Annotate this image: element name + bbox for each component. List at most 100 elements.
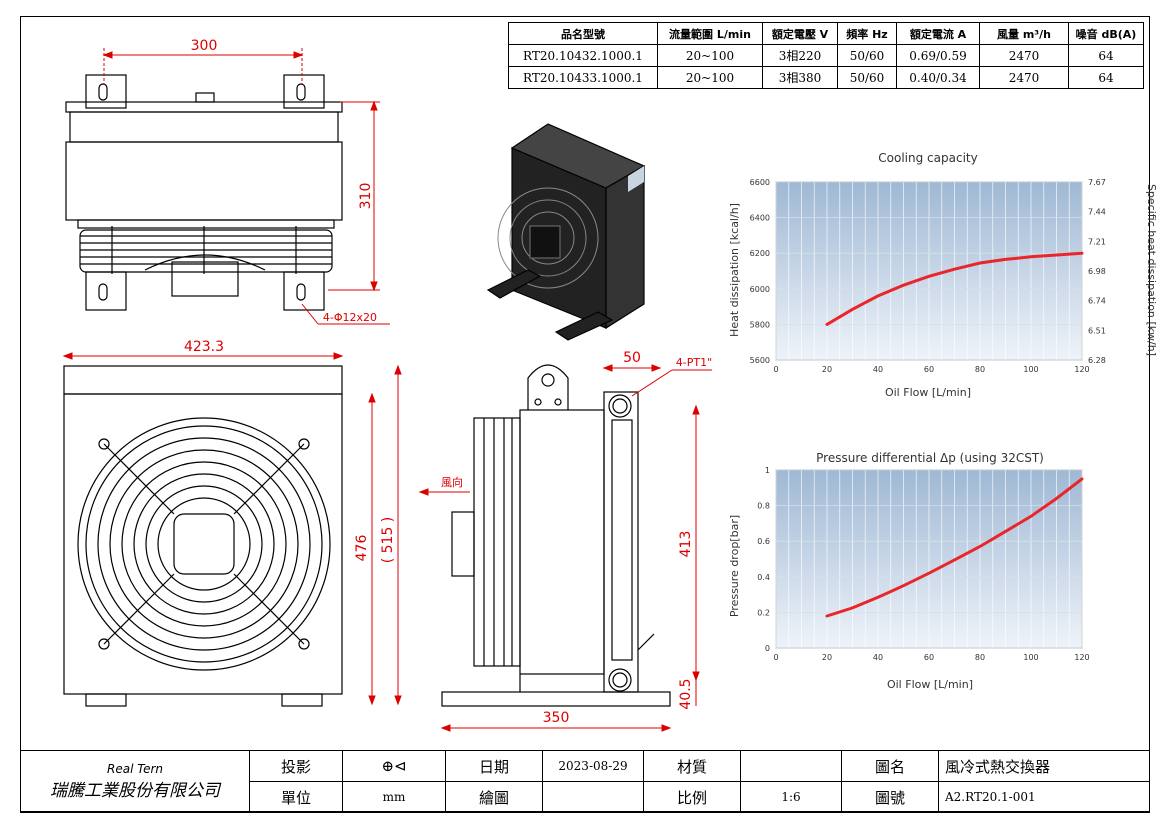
y-tick-label: 0.8	[757, 502, 770, 511]
spec-cell: RT20.10432.1000.1	[508, 44, 658, 67]
y2-tick-label: 6.98	[1088, 267, 1106, 276]
projection-symbol-icon: ⊕⊲	[342, 750, 446, 782]
company-name-zh: 瑞騰工業股份有限公司	[50, 781, 220, 801]
y-tick-label: 6400	[750, 214, 770, 223]
y-tick-label: 6000	[750, 285, 770, 294]
y-axis-label: Heat dissipation [kcal/h]	[728, 203, 741, 337]
scale-label: 比例	[643, 781, 741, 813]
y-tick-label: 0	[765, 644, 770, 653]
dim-side-height: 413	[678, 531, 694, 558]
drawing-no-value: A2.RT20.1-001	[938, 781, 1150, 813]
y-tick-label: 0.6	[757, 537, 770, 546]
y2-tick-label: 7.44	[1088, 208, 1106, 217]
x-tick-label: 40	[873, 653, 883, 662]
x-tick-label: 20	[822, 365, 832, 374]
spec-header: 額定電流 A	[896, 22, 980, 45]
front-view	[63, 365, 343, 707]
spec-cell: RT20.10433.1000.1	[508, 66, 658, 89]
unit-value: mm	[342, 781, 446, 813]
cooling-capacity-chart: Cooling capacity 0 20 40 60 80 100 120 5600 5800…	[728, 151, 1158, 399]
title-block: Real Tern 瑞騰工業股份有限公司 投影 ⊕⊲ 日期 2023-08-29…	[20, 750, 1150, 813]
dim-port-offset: 50	[623, 350, 641, 366]
y-tick-label: 5800	[750, 320, 770, 329]
drafter-value	[542, 781, 644, 813]
pressure-differential-chart: Pressure differential Δp (using 32CST) 0…	[728, 451, 1090, 691]
drafter-label: 繪圖	[445, 781, 543, 813]
spec-table: 品名型號 流量範圍 L/min 額定電壓 V 頻率 Hz 額定電流 A 風量 m…	[508, 22, 1144, 89]
dim-side-base-width: 350	[543, 710, 570, 726]
dim-top-height: 310	[358, 183, 374, 210]
y2-axis-label: Specific heat dissipation [kw/h]	[1145, 184, 1158, 356]
x-tick-label: 0	[773, 365, 778, 374]
material-value	[740, 750, 842, 782]
x-tick-label: 100	[1023, 653, 1038, 662]
y-tick-label: 6600	[750, 178, 770, 187]
dim-front-height-overall: ( 515 )	[380, 517, 396, 564]
y2-tick-label: 6.74	[1088, 297, 1106, 306]
spec-cell: 20~100	[657, 66, 763, 89]
y2-tick-label: 6.51	[1088, 326, 1106, 335]
dim-front-width: 423.3	[184, 339, 224, 355]
dim-port-note: 4-PT1"	[676, 356, 712, 369]
plot-area: 0 20 40 60 80 100 120 0 0.2 0.4 0.6 0.8 1	[757, 466, 1089, 662]
x-tick-label: 20	[822, 653, 832, 662]
y-tick-label: 0.2	[757, 608, 770, 617]
y-tick-label: 1	[765, 466, 770, 475]
technical-drawing: 300 310 4-Φ12x20 423.3 476 ( 515 ) 50 4-…	[62, 38, 712, 732]
side-view	[441, 364, 671, 707]
x-tick-label: 120	[1074, 653, 1089, 662]
x-axis-label: Oil Flow [L/min]	[885, 386, 971, 399]
dim-side-bottom: 40.5	[678, 678, 694, 709]
y2-tick-label: 6.28	[1088, 356, 1106, 365]
scale-value: 1:6	[740, 781, 842, 813]
x-tick-label: 60	[924, 653, 934, 662]
spec-cell: 2470	[979, 66, 1069, 89]
spec-cell: 0.40/0.34	[896, 66, 980, 89]
y-tick-label: 6200	[750, 249, 770, 258]
y2-tick-label: 7.67	[1088, 178, 1106, 187]
isometric-view	[486, 123, 646, 341]
drawing-name-value: 風冷式熱交換器	[938, 750, 1150, 782]
y-tick-label: 5600	[750, 356, 770, 365]
y-axis-label: Pressure drop[bar]	[728, 515, 741, 617]
drawing-name-label: 圖名	[841, 750, 939, 782]
spec-header: 風量 m³/h	[979, 22, 1069, 45]
spec-cell: 50/60	[837, 44, 897, 67]
spec-header: 流量範圍 L/min	[657, 22, 763, 45]
spec-header-row: 品名型號 流量範圍 L/min 額定電壓 V 頻率 Hz 額定電流 A 風量 m…	[508, 22, 1144, 45]
material-label: 材質	[643, 750, 741, 782]
dim-top-width: 300	[191, 38, 218, 54]
company-cell: Real Tern 瑞騰工業股份有限公司	[20, 750, 250, 813]
dim-hole-note: 4-Φ12x20	[323, 311, 377, 324]
dim-front-height: 476	[354, 535, 370, 562]
y2-tick-label: 7.21	[1088, 237, 1106, 246]
date-label: 日期	[445, 750, 543, 782]
series-line	[825, 251, 1084, 326]
spec-cell: 3相220	[762, 44, 838, 67]
x-tick-label: 0	[773, 653, 778, 662]
drawing-no-label: 圖號	[841, 781, 939, 813]
x-tick-label: 80	[975, 365, 985, 374]
x-tick-label: 40	[873, 365, 883, 374]
chart-title: Pressure differential Δp (using 32CST)	[816, 451, 1044, 465]
spec-cell: 3相380	[762, 66, 838, 89]
spec-cell: 64	[1068, 66, 1144, 89]
y-tick-label: 0.4	[757, 573, 770, 582]
spec-cell: 64	[1068, 44, 1144, 67]
date-value: 2023-08-29	[542, 750, 644, 782]
company-name-en: Real Tern	[107, 762, 163, 776]
series-line	[825, 477, 1084, 618]
x-tick-label: 80	[975, 653, 985, 662]
x-axis-label: Oil Flow [L/min]	[887, 678, 973, 691]
x-tick-label: 120	[1074, 365, 1089, 374]
x-tick-label: 100	[1023, 365, 1038, 374]
spec-row: RT20.10432.1000.1 20~100 3相220 50/60 0.6…	[508, 44, 1144, 67]
x-tick-label: 60	[924, 365, 934, 374]
projection-label: 投影	[249, 750, 343, 782]
top-view	[65, 74, 343, 311]
chart-title: Cooling capacity	[878, 151, 977, 165]
plot-area: 0 20 40 60 80 100 120 5600 5800 6000 6200 6400 6600 6…	[750, 178, 1106, 374]
spec-row: RT20.10433.1000.1 20~100 3相380 50/60 0.4…	[508, 66, 1144, 89]
unit-label: 單位	[249, 781, 343, 813]
spec-cell: 50/60	[837, 66, 897, 89]
